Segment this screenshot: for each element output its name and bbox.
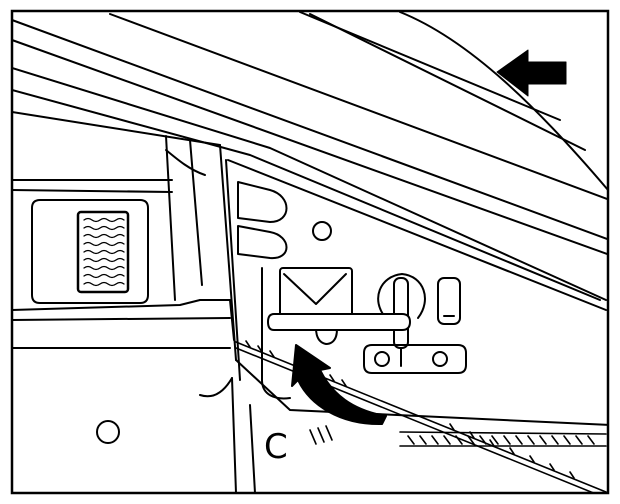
roof-windshield-edge-lines (12, 11, 608, 301)
figure-border (10, 9, 610, 495)
mounting-hole (312, 221, 332, 241)
clip-slots (237, 181, 288, 260)
mounting-hole (96, 420, 120, 444)
vent-grille (31, 199, 149, 304)
callout-label: C (264, 427, 288, 467)
rotation-arrow (291, 344, 387, 426)
weatherstrip (309, 425, 607, 447)
removal-tool[interactable] (267, 313, 411, 331)
lock-switch (437, 277, 461, 325)
direction-arrow (496, 49, 567, 97)
bracket-outline (261, 267, 291, 400)
